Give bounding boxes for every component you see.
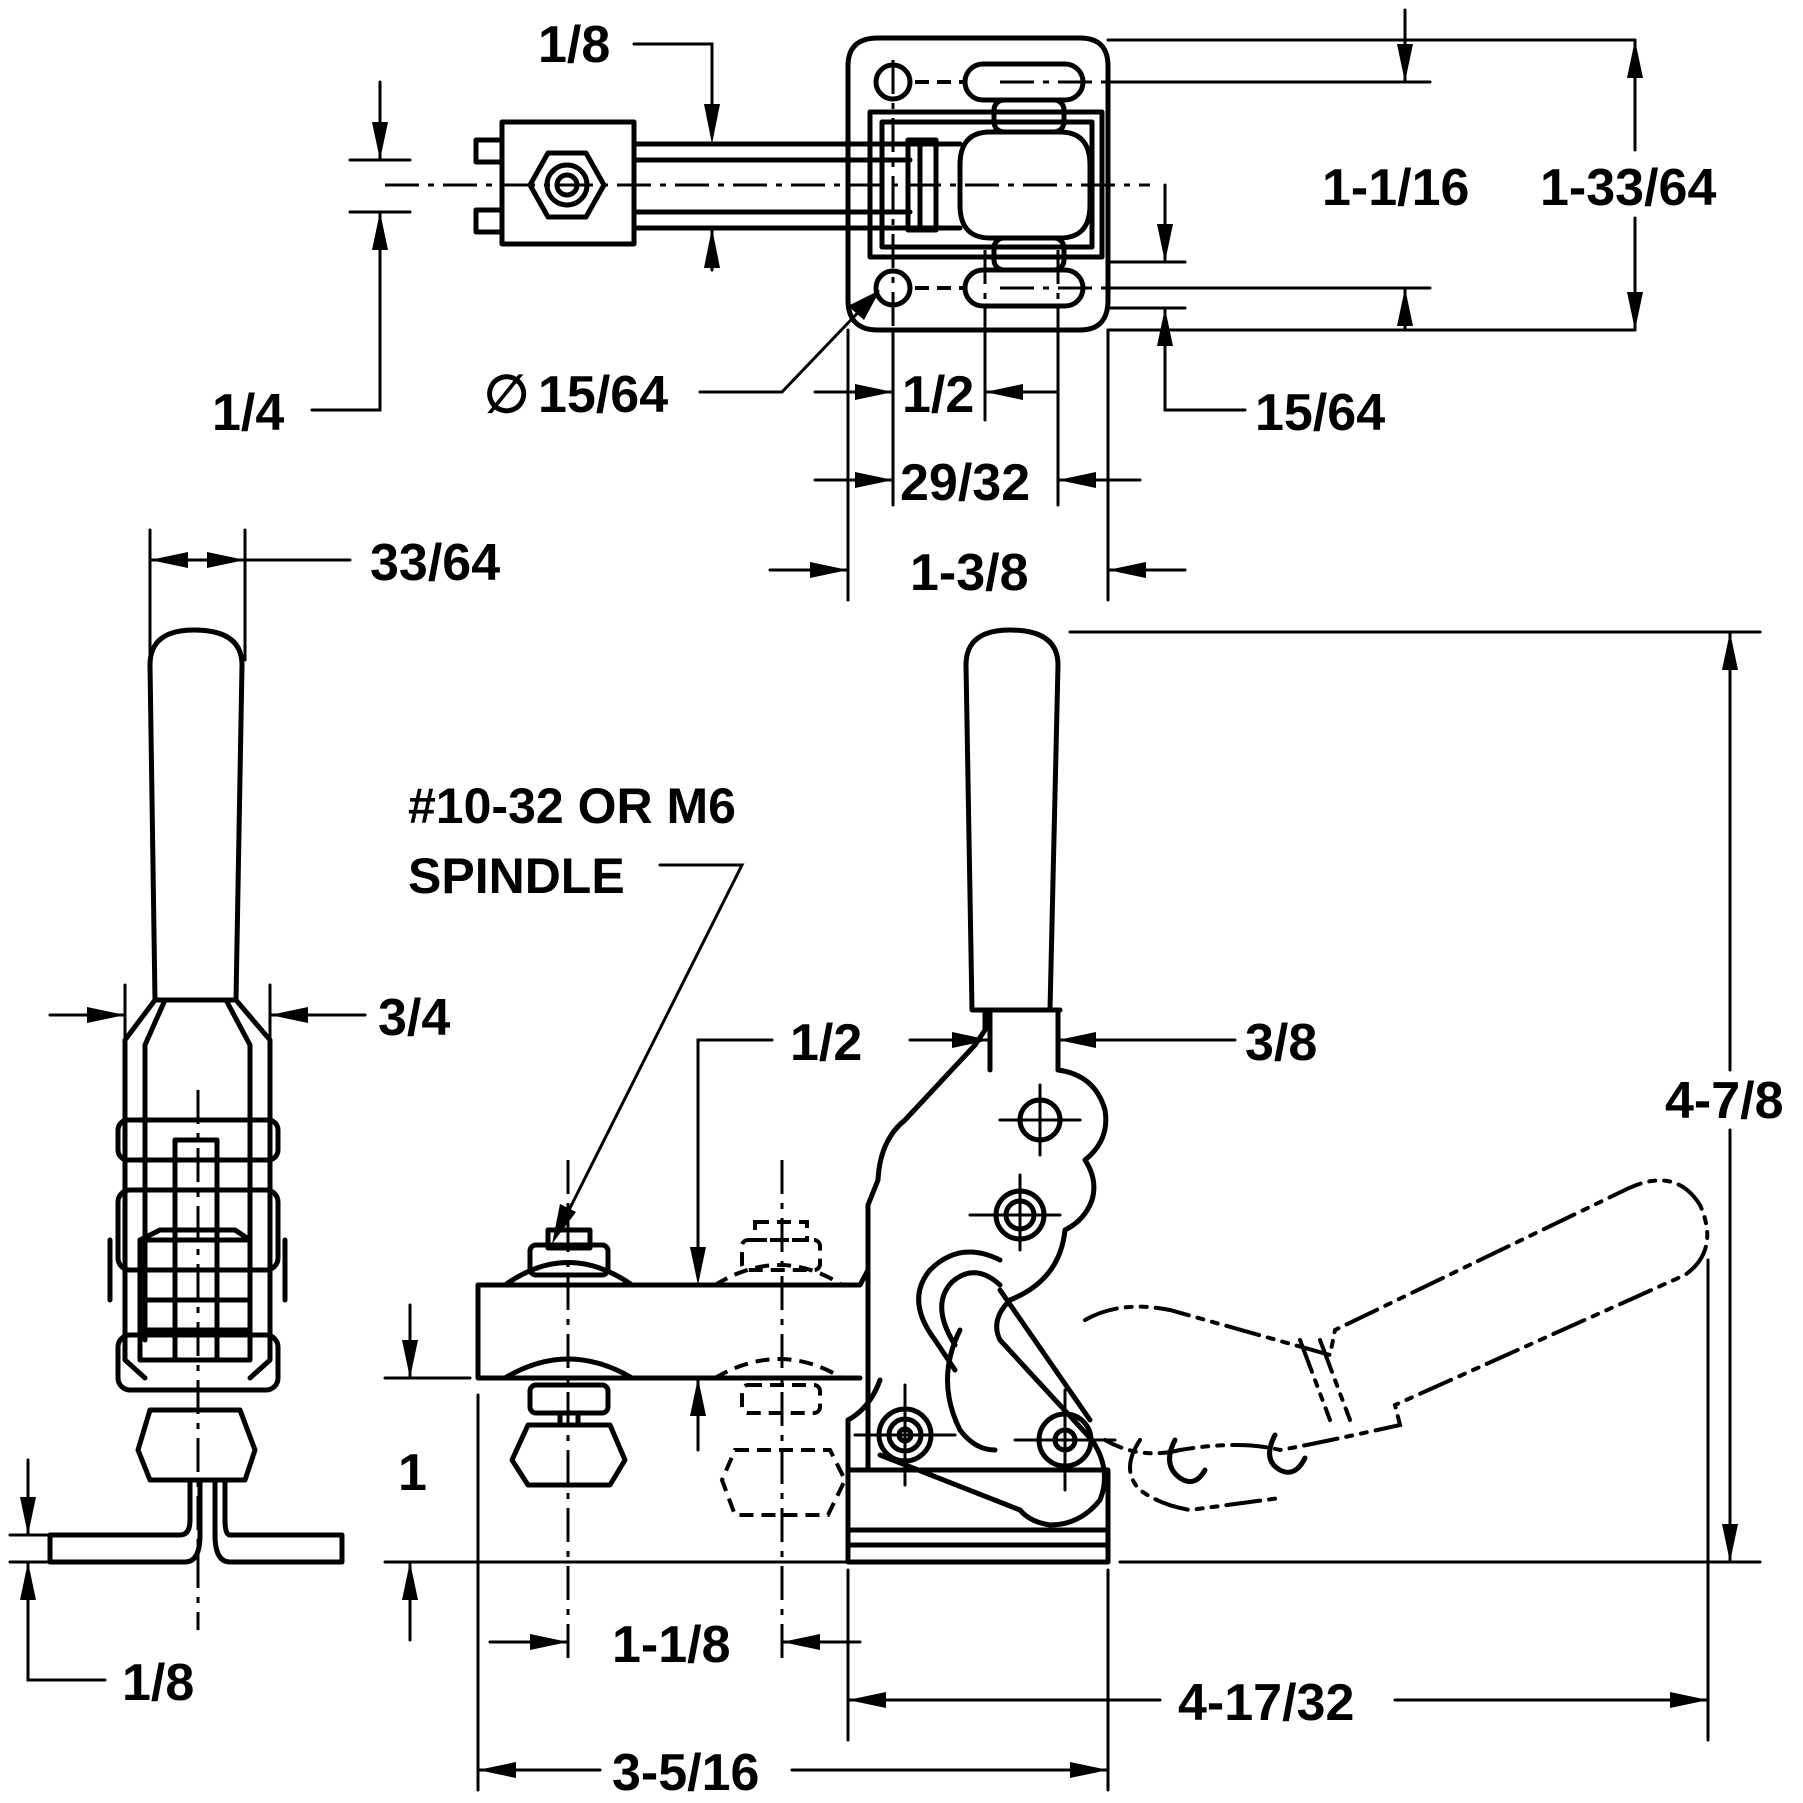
- front-view-dimensions: #10-32 OR M6 SPINDLE 1/2 3/8 4-7/8 1: [383, 630, 1784, 1802]
- dim-bar-reach: 1-1/8: [612, 1616, 731, 1674]
- side-view: [47, 627, 345, 1630]
- top-view-base-plate: [845, 35, 1111, 333]
- side-view-handle-grip: [147, 627, 245, 1003]
- dim-quarter: 1/4: [212, 384, 284, 442]
- dim-base-depth: 1-33/64: [1540, 159, 1716, 217]
- side-view-dimensions: 33/64 3/4 1/8: [8, 528, 500, 1712]
- dim-bolt-spacing: 29/32: [900, 454, 1030, 512]
- dim-top-one-eighth: 1/8: [538, 16, 610, 74]
- side-view-spindle: [172, 1137, 220, 1363]
- side-view-pad: [135, 1407, 258, 1483]
- front-view-handle-grip: [963, 627, 1061, 1013]
- note-spindle-line1: #10-32 OR M6: [408, 778, 736, 834]
- front-view-handle-open: [1083, 1178, 1710, 1456]
- note-spindle-line2: SPINDLE: [408, 848, 625, 904]
- dim-arm-width: 3/4: [378, 989, 450, 1047]
- dim-handle-neck: 3/8: [1245, 1014, 1317, 1072]
- dim-overall-height: 4-7/8: [1665, 1072, 1784, 1130]
- top-view-dimensions: 1/8 1/4 ∅ 15/64 1/2 29/32: [212, 8, 1716, 602]
- dim-handle-width: 33/64: [370, 534, 500, 592]
- top-view-spindle-block: [499, 119, 637, 247]
- front-view-body: [865, 1007, 1063, 1473]
- dim-spindle-offset: 1/2: [790, 1014, 862, 1072]
- dim-slot-width: 1/2: [902, 366, 974, 424]
- dim-hole-diameter-symbol: ∅: [484, 366, 529, 424]
- top-view: [385, 35, 1150, 390]
- front-view-pad-phantom: [719, 1448, 848, 1517]
- side-view-base-foot: [47, 1477, 345, 1565]
- dim-slot-offset: 15/64: [1255, 384, 1385, 442]
- dim-slot-pitch: 1-1/16: [1322, 159, 1469, 217]
- dim-hole-diameter: 15/64: [538, 366, 668, 424]
- dim-base-width: 1-3/8: [910, 544, 1029, 602]
- front-view: [475, 627, 1710, 1660]
- dim-bottom-one-eighth: 1/8: [122, 1654, 194, 1712]
- front-view-clamp-bar: [475, 1267, 871, 1381]
- front-view-base: [845, 1467, 1111, 1565]
- dim-open-length: 4-17/32: [1178, 1674, 1354, 1732]
- front-view-pad-solid: [509, 1422, 628, 1488]
- dim-closed-length: 3-5/16: [612, 1744, 759, 1802]
- dim-bar-height: 1: [398, 1444, 427, 1502]
